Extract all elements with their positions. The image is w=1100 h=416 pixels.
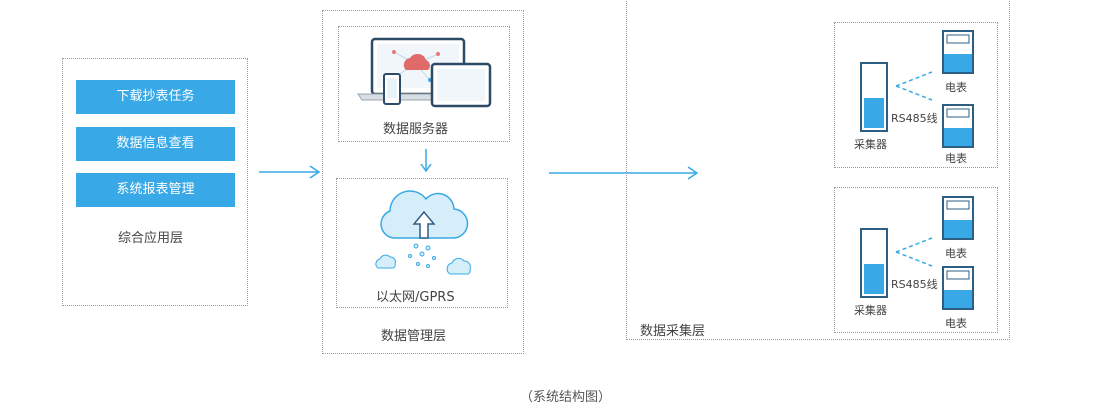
- arrow-right-icon: [549, 166, 699, 180]
- server-box: [338, 26, 510, 142]
- report-manage-button[interactable]: 系统报表管理: [76, 173, 235, 207]
- collector-label: 采集器: [854, 138, 887, 151]
- meter-icon: [942, 266, 974, 310]
- cloud-upload-icon: [375, 190, 471, 275]
- devices-icon: [357, 37, 492, 108]
- meter-label: 电表: [945, 317, 967, 330]
- collector-icon: [860, 62, 888, 132]
- meter-label: 电表: [945, 152, 967, 165]
- server-label: 数据服务器: [383, 122, 449, 137]
- arrow-right-icon: [259, 165, 321, 179]
- app-layer-panel: [62, 58, 248, 306]
- rs485-label: RS485线: [891, 112, 938, 125]
- collection-layer-panel: [626, 0, 1010, 340]
- arrow-down-icon: [420, 149, 432, 173]
- collection-layer-title: 数据采集层: [640, 324, 706, 339]
- network-box: [336, 178, 508, 308]
- management-layer-title: 数据管理层: [381, 329, 447, 344]
- management-layer-panel: [322, 10, 524, 354]
- download-task-button[interactable]: 下载抄表任务: [76, 80, 235, 114]
- collector-group-2: [834, 187, 998, 333]
- rs485-link-icon: [895, 71, 933, 101]
- data-view-button[interactable]: 数据信息查看: [76, 127, 235, 161]
- collector-icon: [860, 228, 888, 298]
- meter-icon: [942, 104, 974, 148]
- meter-label: 电表: [945, 81, 967, 94]
- rs485-link-icon: [895, 237, 933, 267]
- meter-icon: [942, 196, 974, 240]
- meter-label: 电表: [945, 247, 967, 260]
- figure-caption: （系统结构图）: [520, 390, 612, 405]
- app-layer-title: 综合应用层: [118, 231, 184, 246]
- rs485-label: RS485线: [891, 278, 938, 291]
- meter-icon: [942, 30, 974, 74]
- network-label: 以太网/GPRS: [376, 290, 455, 305]
- collector-label: 采集器: [854, 304, 887, 317]
- collector-group-1: [834, 22, 998, 168]
